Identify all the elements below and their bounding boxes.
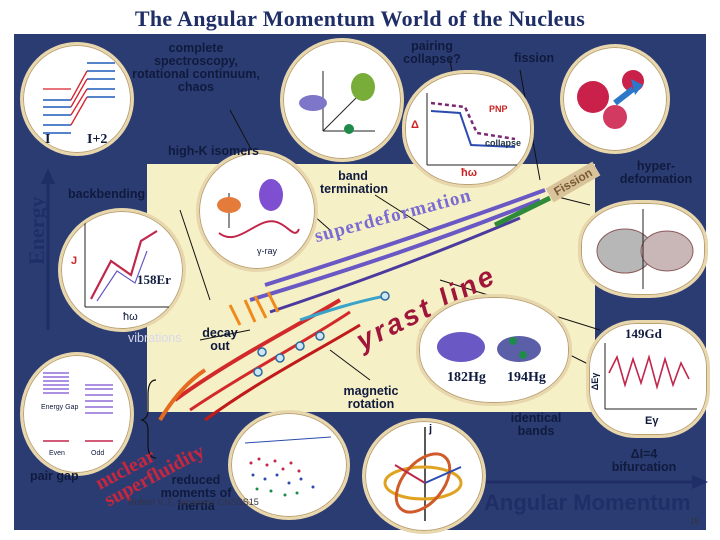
bif-dE-label: ΔEγ: [589, 373, 602, 390]
energy-axis-label: Energy: [24, 197, 50, 265]
triaxial-shapes-graphic: [283, 41, 401, 159]
pair-gap-graphic: [23, 355, 131, 473]
backbending-hw-label: ħω: [123, 311, 138, 324]
fission-graphic: [563, 47, 667, 151]
backbending-inset: 158Er ħω J: [58, 208, 186, 332]
spectroscopy-inset: I I+2: [20, 42, 134, 156]
backbending-J-label: J: [71, 255, 77, 268]
hg194-label: 194Hg: [507, 371, 546, 384]
fission-inset: [560, 44, 670, 154]
hyper-nucleus-label: 149Gd: [625, 327, 662, 340]
bifurcation-label: ΔI=4 bifurcation: [598, 448, 690, 474]
hg182-label: 182Hg: [447, 371, 486, 384]
magnetic-rotation-inset: j: [362, 418, 486, 534]
level-scheme-graphic: [23, 45, 131, 153]
pair-gap-inset: Energy Gap Even Odd: [20, 352, 134, 476]
spectroscopy-label: complete spectroscopy, rotational contin…: [132, 42, 260, 94]
high-k-isomer-inset: γ-ray: [196, 150, 318, 272]
hg-shapes-graphic: [419, 297, 569, 403]
backbending-label: backbending: [68, 188, 168, 201]
backbending-curve-graphic: [61, 211, 183, 329]
bif-Eg-label: Eγ: [645, 415, 658, 428]
triaxial-shape-inset: [280, 38, 404, 162]
reduced-moments-label: reduced moments of inertia: [160, 474, 232, 513]
backbending-nucleus-label: 158Er: [137, 273, 171, 286]
hg-shape-coexistence-inset: 182Hg 194Hg: [416, 294, 572, 406]
fission-label: fission: [506, 52, 562, 65]
pairgap-odd-label: Odd: [91, 447, 104, 460]
magnetic-rotation-label: magnetic rotation: [330, 385, 412, 411]
pairing-collapse-label: collapse: [485, 137, 521, 150]
hyperdeformed-shape-graphic: [581, 203, 705, 295]
spectroscopy-I-label: I: [45, 133, 50, 146]
page-number: 15: [690, 517, 699, 526]
pairgap-energy-label: Energy Gap: [41, 401, 78, 414]
identical-bands-label: identical bands: [500, 412, 572, 438]
mag-j-label: j: [429, 423, 432, 436]
pairing-delta-label: Δ: [411, 119, 419, 132]
decay-out-label: decay out: [196, 327, 244, 353]
band-termination-label: band termination: [320, 170, 386, 196]
angular-momentum-axis-label: Angular Momentum: [484, 490, 691, 516]
pairing-collapse-label-main: pairing collapse?: [392, 40, 472, 66]
spectroscopy-I2-label: I+2: [87, 133, 107, 146]
pairing-hw-label: ħω: [461, 167, 477, 180]
highk-gamma-label: γ-ray: [257, 245, 277, 258]
high-k-isomers-label: high-K isomers: [168, 145, 278, 158]
hyperdeformation-inset: [578, 200, 708, 298]
shears-mechanism-graphic: [365, 421, 483, 531]
hyperdeformation-label: hyper-deformation: [614, 160, 698, 186]
pairgap-even-label: Even: [49, 447, 65, 460]
bifurcation-inset: 149Gd ΔEγ Eγ: [586, 320, 710, 438]
pairing-pnp-label: PNP: [489, 103, 508, 116]
credit-text: Robert V. F. Janssens CNSSS15: [128, 497, 259, 507]
pairing-collapse-inset: PNP collapse Δ ħω: [402, 70, 534, 188]
